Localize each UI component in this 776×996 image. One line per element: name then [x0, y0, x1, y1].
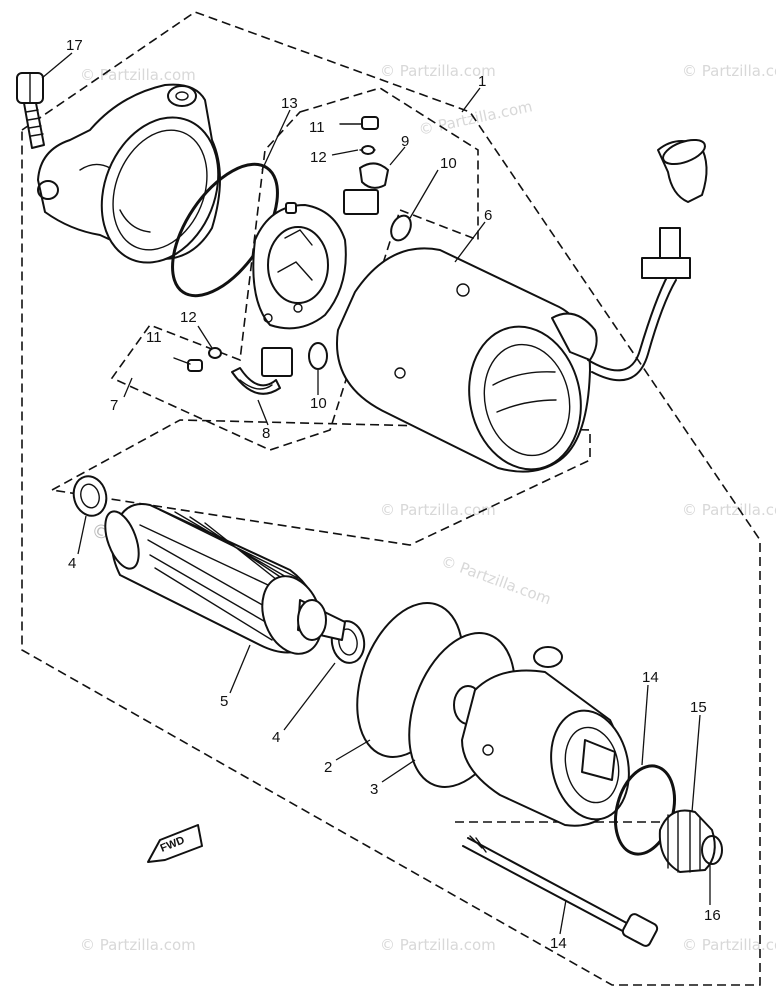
callout-6: 6: [484, 207, 492, 224]
watermark: © Partzilla.com: [380, 936, 496, 954]
screw-11: [339, 116, 379, 130]
callout-7: 7: [110, 397, 118, 414]
callout-11-lower: 11: [146, 329, 162, 346]
armature-5: [104, 503, 346, 655]
callout-14: 14: [550, 935, 567, 952]
callout-15: 14: [642, 669, 659, 686]
rear-end-cover: [37, 83, 221, 264]
callout-9: 9: [401, 133, 409, 150]
lead-wire: [587, 138, 708, 382]
callout-16: 15: [690, 699, 707, 716]
callout-18: 17: [66, 37, 83, 54]
callout-3: 3: [370, 781, 378, 798]
yoke-6: [336, 247, 598, 473]
callout-4: 4: [68, 555, 76, 572]
grommet-10: [390, 214, 412, 242]
screw-11-lower: [173, 357, 203, 372]
watermark: © Partzilla.com: [682, 62, 776, 80]
callout-17: 16: [704, 907, 721, 924]
callout-labels: 17 1 13 11 9 12 10 6 12 11 7 10 8 4 5 4 …: [66, 37, 721, 952]
callout-12-lower: 12: [180, 309, 197, 326]
watermark: © Partzilla.com: [380, 501, 496, 519]
watermark: © Partzilla.com: [80, 66, 196, 84]
watermark: © Partzilla.com: [380, 62, 496, 80]
brush-holder-group-outline: [110, 87, 479, 451]
callout-10-lower: 10: [310, 395, 327, 412]
watermark: © Partzilla.com: [417, 97, 534, 139]
bolt-18: [16, 72, 45, 149]
brush-holder-8: [231, 347, 293, 395]
thrust-washer-4: [72, 475, 108, 517]
callout-5: 5: [220, 693, 228, 710]
brush-9: [343, 149, 389, 215]
callout-12: 12: [310, 149, 327, 166]
watermark: © Partzilla.com: [682, 501, 776, 519]
through-bolt-14: [462, 835, 659, 947]
callout-1: 1: [478, 73, 486, 90]
washer-12-lower: [208, 347, 222, 359]
callout-10: 10: [440, 155, 457, 172]
callout-11: 11: [309, 119, 325, 136]
forward-direction-arrow: FWD: [147, 824, 203, 863]
armature-group-outline: [49, 419, 591, 546]
grommet-10-lower: [308, 342, 328, 370]
callout-8: 8: [262, 425, 270, 442]
callout-13: 13: [281, 95, 298, 112]
assembly-boundary: [21, 11, 761, 986]
watermark: © Partzilla.com: [80, 936, 196, 954]
washer-12: [361, 145, 375, 155]
leader-lines: [41, 52, 711, 935]
watermark: © Partzilla.com: [439, 552, 554, 609]
pinion-gear-16: [658, 809, 716, 873]
circlip-17: [701, 835, 723, 865]
watermark: © Partzilla.com: [682, 936, 776, 954]
callout-2: 2: [324, 759, 332, 776]
front-cover: [461, 646, 630, 827]
brush-plate: [252, 202, 347, 330]
callout-4-lower: 4: [272, 729, 280, 746]
